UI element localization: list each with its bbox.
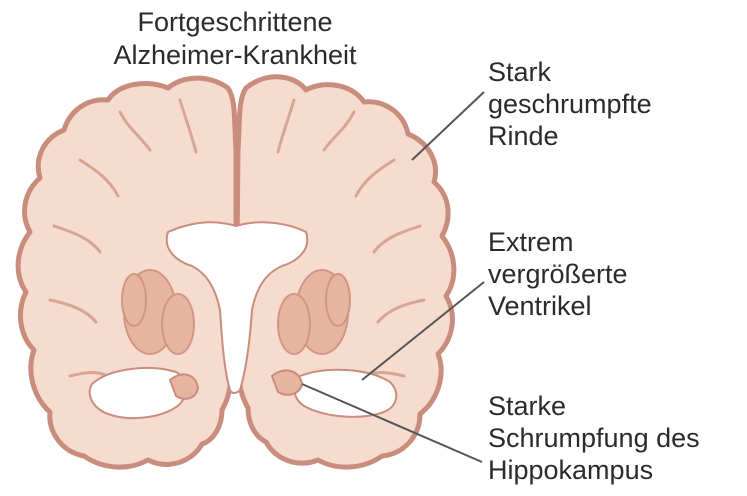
left-lateral-ventricle bbox=[90, 368, 187, 418]
label-ventricles-line-3: Ventrikel bbox=[488, 290, 628, 322]
label-hippocampus-line-2: Schrumpfung des bbox=[488, 422, 700, 454]
leader-line-cortex bbox=[412, 92, 484, 160]
label-cortex-line-1: Stark bbox=[488, 56, 652, 88]
label-hippocampus-line-1: Starke bbox=[488, 390, 700, 422]
label-cortex-line-2: geschrumpfte bbox=[488, 88, 652, 120]
label-cortex-line-3: Rinde bbox=[488, 120, 652, 152]
label-ventricles-line-1: Extrem bbox=[488, 226, 628, 258]
label-hippocampus: Starke Schrumpfung des Hippokampus bbox=[488, 390, 700, 486]
label-cortex: Stark geschrumpfte Rinde bbox=[488, 56, 652, 152]
diagram-title: Fortgeschrittene Alzheimer-Krankheit bbox=[70, 6, 400, 72]
label-ventricles-line-2: vergrößerte bbox=[488, 258, 628, 290]
right-lateral-ventricle bbox=[294, 370, 396, 417]
label-hippocampus-line-3: Hippokampus bbox=[488, 454, 700, 486]
label-ventricles: Extrem vergrößerte Ventrikel bbox=[488, 226, 628, 322]
title-line-2: Alzheimer-Krankheit bbox=[70, 39, 400, 72]
title-line-1: Fortgeschrittene bbox=[70, 6, 400, 39]
